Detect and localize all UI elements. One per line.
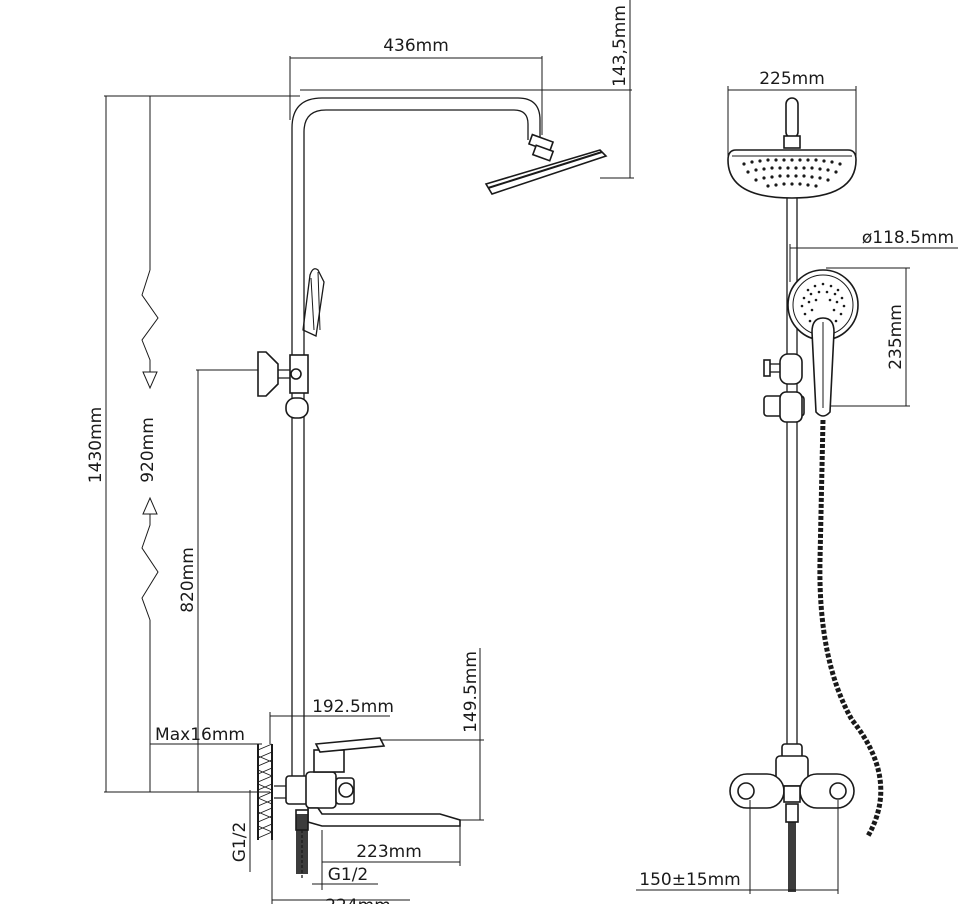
bottom-overall-label: 224mm (325, 896, 391, 904)
riser-pipe (291, 97, 555, 780)
mixer-body-front (729, 743, 855, 892)
rail-height-label: 920mm (138, 417, 158, 483)
front-view: 225mm (636, 69, 958, 894)
top-width-label: 436mm (383, 36, 449, 56)
nozzle-pattern (742, 158, 842, 188)
rail-bracket-side (257, 351, 309, 419)
mixer-height-label: 820mm (178, 547, 198, 613)
wall-gap-label: Max16mm (155, 725, 245, 745)
rail-height-dim: 920mm (138, 96, 159, 792)
total-height-label: 1430mm (86, 407, 106, 483)
shower-hose (817, 419, 884, 838)
hand-diameter-label: ø118.5mm (862, 228, 954, 248)
head-drop-label: 143,5mm (610, 5, 630, 87)
center-distance-label: 150±15mm (639, 870, 740, 890)
mixer-body-side (274, 737, 461, 880)
spout-rise-label: 149.5mm (461, 651, 481, 733)
inlet-left-label: G1/2 (230, 822, 250, 863)
spout-projection-label: 192.5mm (312, 697, 394, 717)
side-view: 1430mm 920mm 820mm 436mm 143,5mm (86, 0, 634, 904)
rain-shower-head-side (484, 149, 608, 195)
rail-bracket-front (763, 353, 805, 423)
hand-length-label: 235mm (886, 304, 906, 370)
hand-shower-side (302, 268, 325, 337)
spout-length-label: 223mm (356, 842, 422, 862)
head-diameter-label: 225mm (759, 69, 825, 89)
wall-section-hatch (257, 743, 273, 840)
hand-shower-front (787, 269, 859, 417)
rain-shower-head-front (727, 149, 857, 199)
inlet-bottom-label: G1/2 (328, 865, 369, 885)
